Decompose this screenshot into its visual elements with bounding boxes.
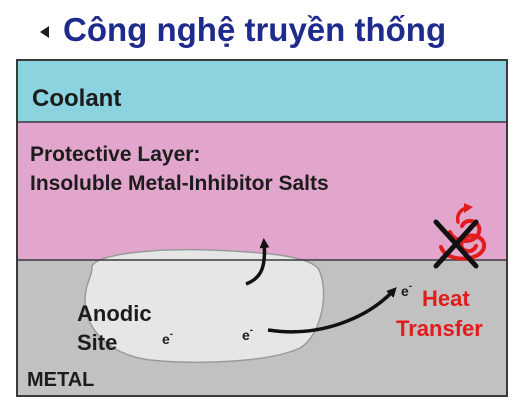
slide-title: Công nghệ truyền thống [63, 11, 447, 48]
anodic-site [84, 248, 325, 364]
electron-label: e- [401, 281, 412, 299]
heat-transfer-sublabel: Transfer [396, 316, 483, 341]
heat-transfer-label: Heat [422, 286, 470, 311]
protective-layer [17, 122, 507, 260]
diagram-border [16, 59, 508, 397]
coolant-layer [17, 60, 507, 122]
cross-icon [433, 219, 479, 269]
anodic-site-sublabel: Site [77, 330, 117, 355]
slide-header: Công nghệ truyền thống [40, 8, 446, 52]
electron-label: e- [242, 325, 253, 343]
protective-layer-sublabel: Insoluble Metal-Inhibitor Salts [30, 172, 329, 195]
anodic-site-label: Anodic [77, 301, 152, 326]
coolant-label: Coolant [32, 85, 121, 112]
protective-layer-label: Protective Layer: [30, 143, 200, 166]
curved-arrow-icon [245, 238, 270, 286]
metal-label: METAL [27, 369, 94, 391]
curved-arrow-icon [267, 287, 397, 334]
triangle-bullet-icon [40, 26, 49, 38]
electron-label: e- [162, 329, 173, 347]
